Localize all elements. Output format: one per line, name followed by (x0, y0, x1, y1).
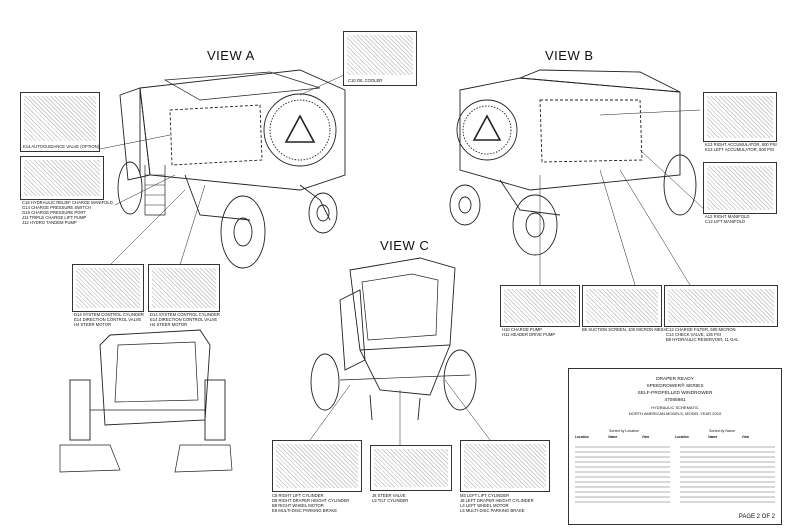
col-location-2: Location (674, 435, 689, 439)
view-b-windrower-drawing (449, 69, 697, 256)
charge-filter-detail (664, 285, 778, 327)
suction-screen-label: B5 SUCTION SCREEN, 100 MICRON MESH (582, 327, 667, 332)
col-name-1: Name (608, 435, 618, 439)
charge-filter-label-3: B8 HYDRAULIC RESERVOIR, 11 GAL (666, 337, 739, 342)
view-c-windrower-drawing (310, 257, 477, 421)
relief-manifold-label-5: J12 HYDRO TANDEM PUMP (22, 220, 77, 225)
component-index-table: Location Name View Location Name View (575, 435, 775, 439)
right-manifold-label-2: C12 LIFT MANIFOLD (705, 219, 746, 224)
steering-a-label-3: H4 STEER MOTOR (74, 322, 112, 327)
right-manifold-detail (703, 162, 777, 214)
relief-manifold-label-4: J11 TRIPLE CHARGE LIFT PUMP (22, 215, 87, 220)
steering-a-label-1: D14 SYSTEM CONTROL CYLINDER (74, 312, 144, 317)
relief-manifold-detail (20, 156, 104, 200)
steering-detail-a (72, 264, 144, 312)
charge-pump-label-1: H10 CHARGE PUMP (502, 327, 543, 332)
accumulator-detail (703, 92, 777, 142)
title-block-line-4: 47085981 (664, 398, 686, 403)
title-block-line-2: SPEEDROWER® SERIES (646, 384, 704, 389)
right-manifold-label-1: A12 RIGHT MANIFOLD (705, 214, 750, 219)
steering-detail-b (148, 264, 220, 312)
col-view-2: View (741, 435, 750, 439)
steer-valve-detail (370, 445, 452, 491)
autoguidance-detail: K14 AUTOGUIDANCE VALVE (OPTION) (20, 92, 100, 152)
col-name-2: Name (708, 435, 718, 439)
relief-manifold-label-3: G16 CHARGE PRESSURE PORT (22, 210, 86, 215)
title-block-line-6: NORTH AMERICAN MODELS, MODEL YEAR 2010 (628, 411, 722, 416)
steering-b-label-3: H4 STEER MOTOR (150, 322, 188, 327)
right-lift-detail (272, 440, 362, 492)
left-lift-label-2: J8 LEFT DRAPER HEIGHT CYLINDER (460, 498, 534, 503)
table-header-row: Location Name View Location Name View (575, 435, 775, 439)
view-a-windrower-drawing (117, 69, 346, 269)
right-lift-label-2: D8 RIGHT DRAPER HEIGHT CYLINDER (272, 498, 350, 503)
oil-cooler-detail: C10 OIL COOLER (343, 31, 417, 86)
relief-manifold-label-2: G14 CHARGE PRESSURE SWITCH (22, 205, 91, 210)
steering-b-label-1: D14 SYSTEM CONTROL CYLINDER (150, 312, 220, 317)
table-rows-illegible (575, 446, 775, 503)
right-lift-label-4: E8 MULTI-DISC PARKING BRAKE (272, 508, 337, 513)
col-view-1: View (641, 435, 650, 439)
view-a-title: VIEW A (207, 48, 255, 63)
page-number: PAGE 2 OF 2 (738, 514, 775, 520)
col-location-1: Location (575, 435, 589, 439)
charge-pump-label-2: H11 HEADER DRIVE PUMP (502, 332, 556, 337)
left-lift-label-3: L4 LEFT WHEEL MOTOR (460, 503, 509, 508)
suction-screen-detail (582, 285, 662, 327)
steer-valve-label-2: L5 TILT CYLINDER (372, 498, 409, 503)
steering-b-label-2: E14 DIRECTION CONTROL VALVE (150, 317, 218, 322)
title-block-line-5: HYDRAULIC SCHEMATIC (651, 405, 699, 410)
charge-filter-label-1: C13 CHARGE FILTER, 500 MICRON (666, 327, 736, 332)
sort-by-location-label: Sorted by Location (609, 429, 639, 433)
oil-cooler-label: C10 OIL COOLER (348, 78, 383, 83)
right-lift-label-3: B8 RIGHT WHEEL MOTOR (272, 503, 324, 508)
right-lift-label-1: C8 RIGHT LIFT CYLINDER (272, 493, 324, 498)
view-c-title: VIEW C (380, 238, 430, 253)
view-b-title: VIEW B (545, 48, 594, 63)
accumulator-label-2: K13 LEFT ACCUMULATOR, 800 PSI (705, 147, 774, 152)
relief-manifold-label-1: C16 HYDRAULIC RELIEF CHARGE MANIFOLD (22, 200, 113, 205)
front-view-windrower-drawing (59, 329, 233, 473)
charge-pump-detail (500, 285, 580, 327)
steer-valve-label-1: J8 STEER VALVE (372, 493, 406, 498)
left-lift-label-1: M3 LEFT LIFT CYLINDER (460, 493, 510, 498)
autoguidance-label: K14 AUTOGUIDANCE VALVE (OPTION) (23, 144, 100, 149)
charge-filter-label-2: C14 CHECK VALVE, 125 PSI (666, 332, 721, 337)
left-lift-detail (460, 440, 550, 492)
title-block-line-1: DRAPER READY (656, 377, 694, 382)
accumulator-label-1: K13 RIGHT ACCUMULATOR, 800 PSI (705, 142, 777, 147)
title-block-line-3: SELF-PROPELLED WINDROWER (637, 391, 713, 396)
steering-a-label-2: E14 DIRECTION CONTROL VALVE (74, 317, 142, 322)
title-block: DRAPER READY SPEEDROWER® SERIES SELF-PRO… (568, 368, 782, 525)
left-lift-label-4: L5 MULTI-DISC PARKING BRAKE (460, 508, 525, 513)
sort-by-name-label: Sorted by Name (709, 429, 735, 433)
